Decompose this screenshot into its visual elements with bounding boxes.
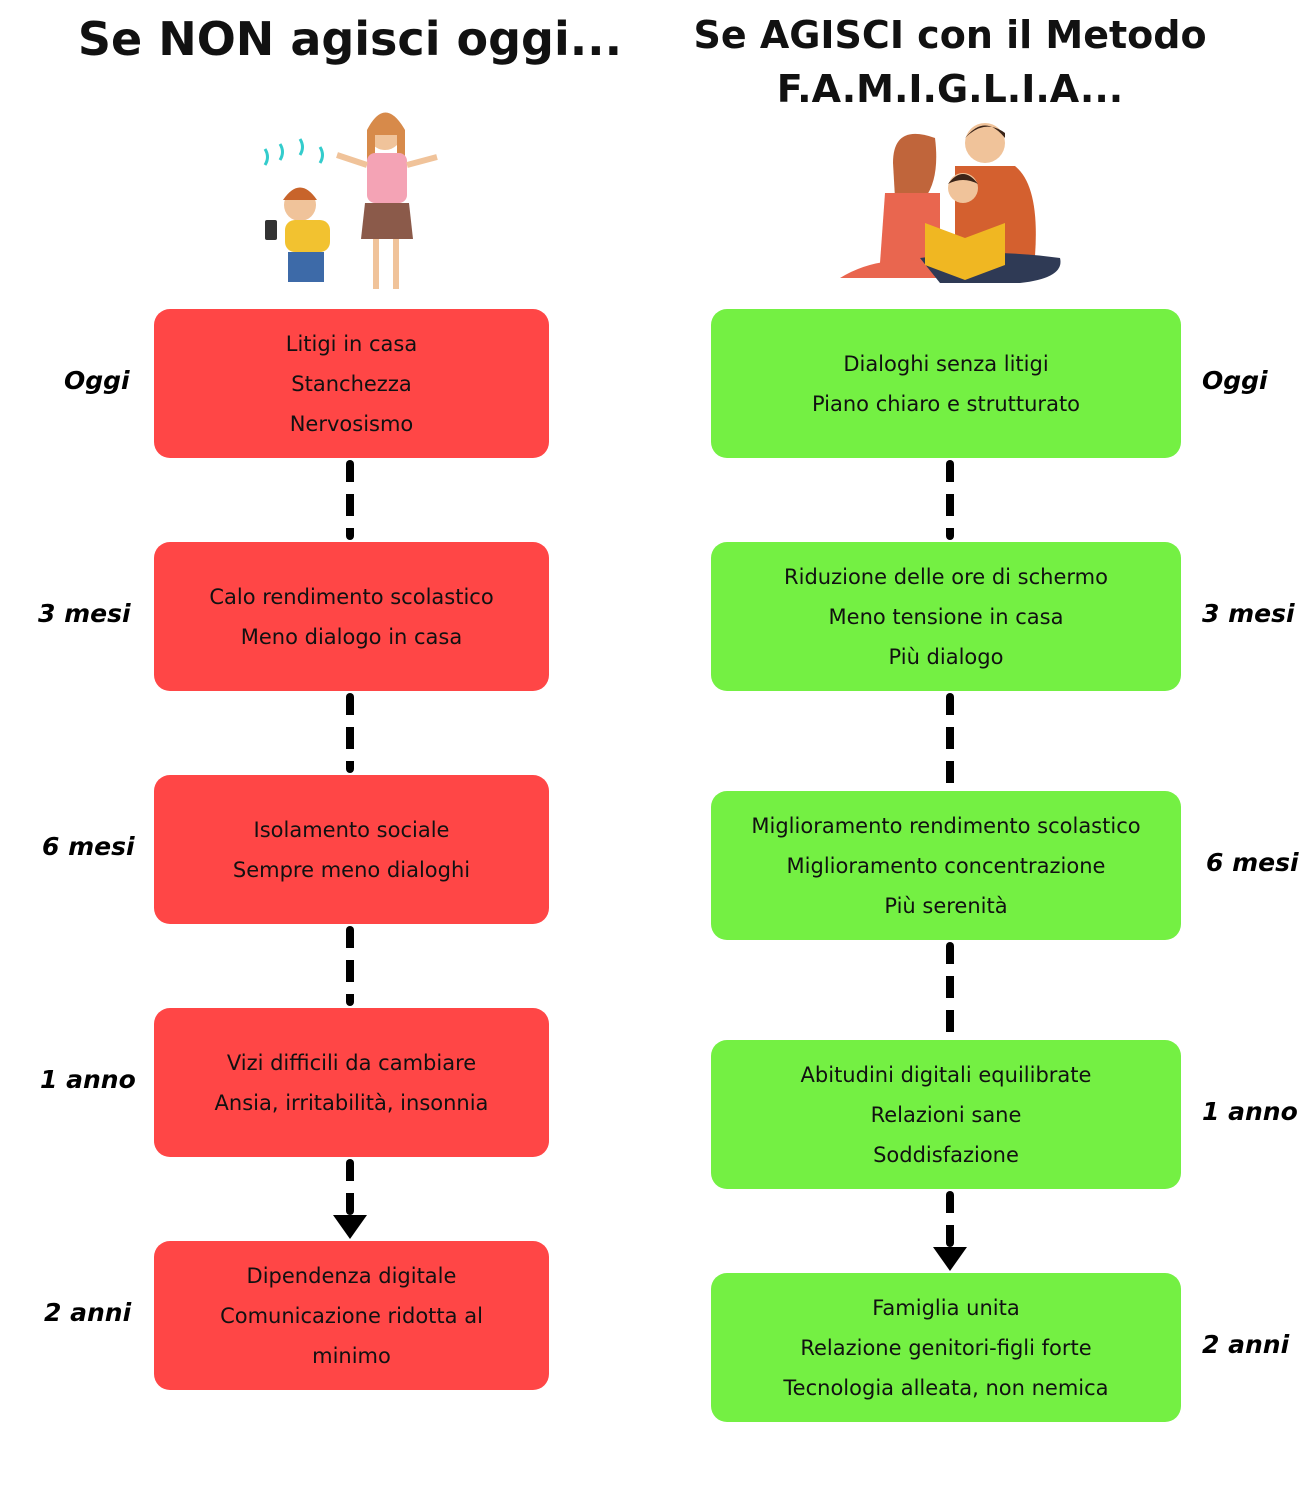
dashed-connector (346, 460, 354, 540)
right-time-label: 2 anni (1202, 1329, 1290, 1359)
dashed-connector (346, 693, 354, 773)
step-line: Calo rendimento scolastico (209, 584, 494, 609)
step-line: Isolamento sociale (253, 817, 450, 842)
right-time-label: 6 mesi (1206, 847, 1299, 877)
step-line: Dipendenza digitale (246, 1263, 457, 1288)
step-line: Tecnologia alleata, non nemica (783, 1375, 1109, 1400)
step-line: Meno tensione in casa (828, 604, 1064, 629)
step-line: Piano chiaro e strutturato (811, 391, 1081, 416)
step-line: Relazione genitori-figli forte (800, 1335, 1092, 1360)
step-line: minimo (312, 1343, 391, 1368)
step-line: Vizi difficili da cambiare (226, 1050, 477, 1075)
angry-family-illustration (263, 112, 438, 289)
dashed-connector (946, 693, 954, 789)
dashed-connector (946, 460, 954, 540)
right-time-label: 1 anno (1202, 1096, 1298, 1126)
dashed-connector (346, 926, 354, 1006)
arrow-head-icon (933, 1247, 967, 1271)
step-line: Soddisfazione (873, 1142, 1019, 1167)
left-column-title: Se NON agisci oggi... (77, 12, 623, 66)
step-line: Ansia, irritabilità, insonnia (214, 1090, 489, 1115)
left-time-label: 3 mesi (38, 598, 131, 628)
step-line: Più dialogo (888, 644, 1004, 669)
left-time-label: 1 anno (40, 1064, 136, 1094)
step-line: Famiglia unita (872, 1295, 1020, 1320)
right-time-label: 3 mesi (1202, 598, 1295, 628)
dashed-connector (346, 1159, 354, 1215)
step-line: Stanchezza (291, 371, 412, 396)
arrow-head-icon (333, 1215, 367, 1239)
right-time-label: Oggi (1202, 365, 1268, 395)
step-line: Relazioni sane (870, 1102, 1022, 1127)
step-line: Abitudini digitali equilibrate (800, 1062, 1092, 1087)
happy-family-reading-illustration (840, 123, 1061, 283)
step-line: Più serenità (884, 893, 1008, 918)
step-line: Riduzione delle ore di schermo (784, 564, 1108, 589)
left-time-label: 6 mesi (42, 831, 135, 861)
step-line: Sempre meno dialoghi (232, 857, 471, 882)
right-column-title: Se AGISCI con il Metodo F.A.M.I.G.L.I.A.… (693, 13, 1207, 111)
step-line: Dialoghi senza litigi (843, 351, 1049, 376)
left-time-label: 2 anni (44, 1297, 132, 1327)
step-line: Miglioramento rendimento scolastico (751, 813, 1141, 838)
step-line: Meno dialogo in casa (240, 624, 463, 649)
dashed-connector (946, 1191, 954, 1247)
left-time-label: Oggi (64, 365, 130, 395)
step-line: Nervosismo (289, 411, 414, 436)
step-line: Miglioramento concentrazione (786, 853, 1106, 878)
dashed-connector (946, 942, 954, 1038)
step-line: Litigi in casa (285, 331, 418, 356)
step-line: Comunicazione ridotta al (220, 1303, 483, 1328)
